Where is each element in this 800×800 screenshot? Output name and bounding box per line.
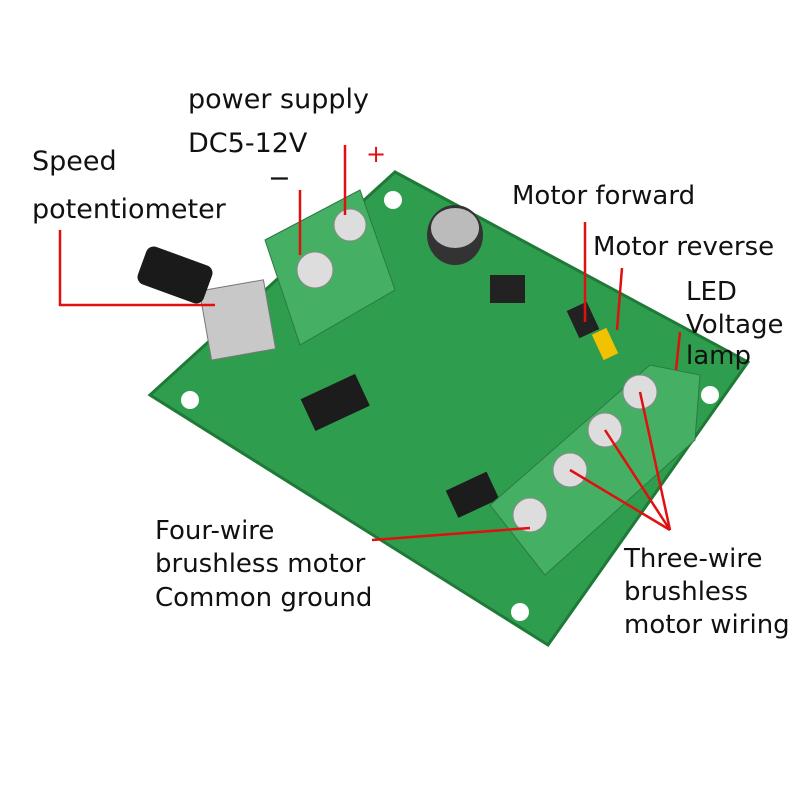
common-ground-label: Common ground <box>155 583 373 613</box>
pointer-led <box>674 331 682 371</box>
motor-wiring-label: motor wiring <box>624 610 790 640</box>
pointer-lines <box>58 145 682 542</box>
three-wire-brushless-label: brushless <box>624 577 749 607</box>
mount-hole <box>384 191 402 209</box>
lamp-label: lamp <box>686 341 751 371</box>
three-wire-label: Three-wire <box>624 544 763 574</box>
voltage-label: DC5-12V <box>188 128 308 159</box>
ic-chip <box>445 471 500 518</box>
mount-hole <box>701 386 719 404</box>
jumper <box>566 301 600 339</box>
potentiometer-body <box>198 279 277 361</box>
regulator <box>490 275 525 303</box>
pointer-three-wire-b <box>603 429 672 531</box>
pointer-reverse <box>615 267 624 331</box>
jumper-pins <box>591 327 619 361</box>
potentiometer-knob <box>137 246 213 304</box>
power-terminal-block <box>264 189 396 346</box>
mount-hole <box>181 391 199 409</box>
pointer-four-wire <box>371 526 531 542</box>
mount-hole <box>511 603 529 621</box>
speed-label: Speed <box>32 146 117 177</box>
capacitor-top <box>431 208 479 248</box>
led-label: LED <box>686 277 737 307</box>
motor-reverse-label: Motor reverse <box>593 232 775 262</box>
plus-label: + <box>366 140 387 168</box>
potentiometer-label: potentiometer <box>32 194 226 225</box>
four-wire-motor-label: brushless motor <box>155 549 366 579</box>
pointer-speed <box>58 230 215 307</box>
power-supply-label: power supply <box>188 84 369 115</box>
motor-forward-label: Motor forward <box>512 181 696 211</box>
pointer-three-wire-c <box>569 468 671 532</box>
minus-label: − <box>268 163 291 194</box>
voltage-lamp-label: Voltage <box>686 310 784 340</box>
four-wire-label: Four-wire <box>155 516 275 546</box>
pointer-three-wire-a <box>638 391 672 531</box>
ic-chip <box>300 373 370 431</box>
